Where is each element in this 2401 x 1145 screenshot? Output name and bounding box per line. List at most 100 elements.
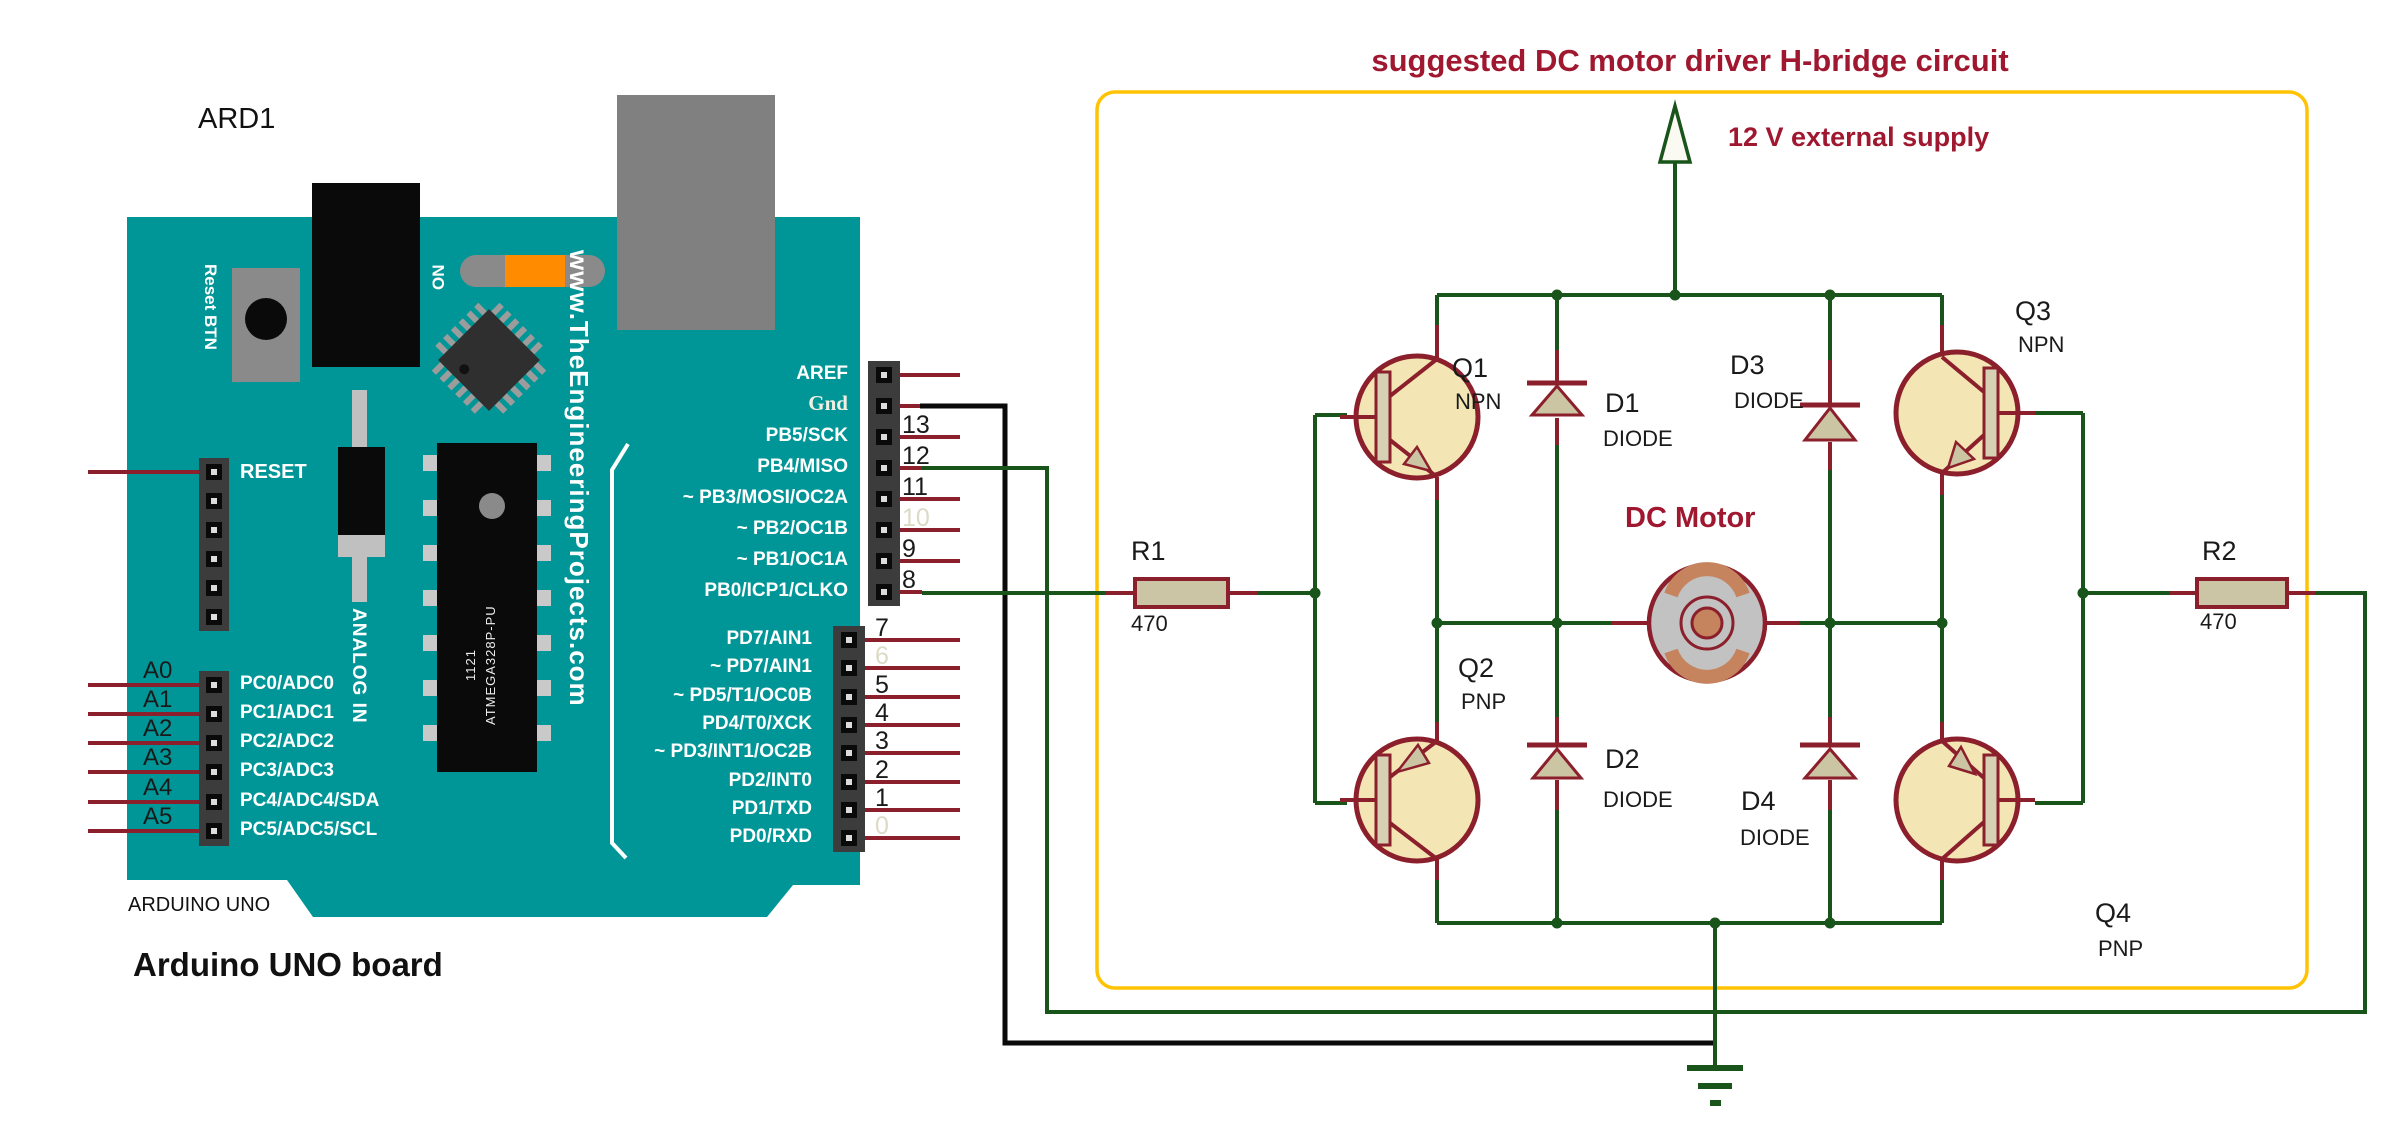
arduino-board — [127, 95, 900, 917]
dc-motor — [1646, 562, 1768, 684]
pin-pb3: ~ PB3/MOSI/OC2A — [682, 487, 848, 508]
label-r2: R2 — [2202, 536, 2237, 566]
wire-gnd-black — [920, 403, 1715, 1046]
wire-num-1: 1 — [875, 784, 889, 812]
label-d1-type: DIODE — [1603, 426, 1673, 451]
resistor-r2 — [2195, 577, 2289, 609]
pin-pc5: PC5/ADC5/SCL — [240, 819, 378, 840]
pin-gnd: Gnd — [808, 391, 848, 415]
label-d1: D1 — [1605, 388, 1640, 418]
pin-pc4: PC4/ADC4/SDA — [240, 790, 380, 811]
wire-num-12: 12 — [902, 442, 930, 470]
pin-pd5: ~ PD5/T1/OC0B — [673, 685, 812, 706]
label-d4: D4 — [1741, 786, 1776, 816]
reset-header — [199, 458, 229, 631]
label-q4-type: PNP — [2098, 936, 2144, 961]
wires-green — [922, 160, 2367, 1068]
wire-num-9: 9 — [902, 535, 916, 563]
label-q3: Q3 — [2015, 296, 2052, 326]
pin-pb0: PB0/ICP1/CLKO — [704, 580, 848, 601]
wire-num-11: 11 — [902, 473, 928, 501]
analog-header — [199, 671, 229, 846]
label-d4-type: DIODE — [1740, 825, 1810, 850]
label-q1: Q1 — [1452, 353, 1489, 383]
wire-num-5: 5 — [875, 671, 889, 699]
usb-connector — [617, 95, 775, 330]
label-d2-type: DIODE — [1603, 787, 1673, 812]
pin-a2: A2 — [143, 715, 173, 742]
transistor-q4 — [1893, 736, 2035, 864]
pin-pb4: PB4/MISO — [757, 456, 848, 477]
pin-aref: AREF — [796, 363, 848, 384]
pin-pd6: ~ PD7/AIN1 — [710, 656, 812, 677]
wire-num-13: 13 — [902, 411, 930, 439]
power-jack — [312, 183, 420, 367]
pin-pc1: PC1/ADC1 — [240, 702, 334, 723]
label-r2-value: 470 — [2200, 609, 2237, 634]
label-q3-type: NPN — [2018, 332, 2065, 357]
crystal — [338, 390, 385, 602]
board-caption-small: ARDUINO UNO — [128, 894, 271, 916]
diode-d4 — [1800, 742, 1860, 780]
pin-pc3: PC3/ADC3 — [240, 760, 334, 781]
reset-button — [245, 298, 287, 340]
arduino-pin-stubs — [88, 373, 960, 840]
supply-label: 12 V external supply — [1728, 122, 1990, 152]
digital-header-bottom — [833, 626, 865, 852]
pin-pc0: PC0/ADC0 — [240, 673, 334, 694]
on-led — [505, 255, 565, 287]
pin-pd2: PD2/INT0 — [728, 770, 812, 791]
pin-a5: A5 — [143, 803, 173, 830]
label-d3: D3 — [1730, 350, 1765, 380]
pin-pd0: PD0/RXD — [729, 826, 812, 847]
smd-chip — [431, 302, 547, 414]
wire-num-6: 6 — [875, 642, 889, 670]
diode-d1 — [1527, 380, 1587, 417]
digital-header-top — [868, 361, 900, 606]
wire-num-2: 2 — [875, 756, 889, 784]
label-d3-type: DIODE — [1734, 388, 1804, 413]
board-caption-big: Arduino UNO board — [133, 946, 443, 983]
hbridge-title: suggested DC motor driver H-bridge circu… — [1371, 43, 2009, 78]
atmega-chip — [423, 443, 551, 772]
pin-pb2: ~ PB2/OC1B — [736, 518, 848, 539]
label-r1-value: 470 — [1131, 611, 1168, 636]
pin-pd4: PD4/T0/XCK — [702, 713, 812, 734]
pin-headers — [199, 361, 900, 852]
pin-pc2: PC2/ADC2 — [240, 731, 334, 752]
wire-num-0: 0 — [875, 812, 889, 840]
pin-pb5: PB5/SCK — [765, 425, 848, 446]
wire-num-4: 4 — [875, 699, 889, 727]
wire-num-10: 10 — [902, 504, 930, 532]
diode-d3 — [1800, 402, 1860, 442]
ground-icon — [1687, 1065, 1743, 1106]
diode-d2 — [1527, 742, 1587, 780]
label-q1-type: NPN — [1455, 389, 1502, 414]
pin-a4: A4 — [143, 774, 173, 801]
on-led-label: ON — [429, 264, 448, 291]
label-q2-type: PNP — [1461, 689, 1507, 714]
motor-label: DC Motor — [1625, 502, 1756, 534]
wire-num-7: 7 — [875, 614, 889, 642]
label-q4: Q4 — [2095, 898, 2132, 928]
pin-a3: A3 — [143, 744, 173, 771]
resistor-r1 — [1133, 577, 1230, 609]
website-label: www.TheEngineeringProjects.com — [564, 250, 594, 707]
pin-pd3: ~ PD3/INT1/OC2B — [654, 741, 812, 762]
transistor-q1 — [1340, 353, 1481, 481]
analog-in-label: ANALOG IN — [348, 608, 369, 724]
pin-a0: A0 — [143, 657, 173, 684]
chip-line2: ATMEGA328P-PU — [483, 605, 498, 725]
transistor-q2 — [1340, 736, 1481, 864]
arduino-ref: ARD1 — [198, 103, 276, 135]
component-leads — [1105, 325, 2315, 880]
transistor-q3 — [1893, 349, 2035, 477]
hbridge-outline — [1095, 90, 2309, 990]
reset-btn-label: Reset BTN — [201, 264, 220, 350]
supply-arrow-icon — [1657, 99, 1693, 164]
wire-num-3: 3 — [875, 727, 889, 755]
junction-dots — [1309, 289, 2089, 929]
pin-pb1: ~ PB1/OC1A — [736, 549, 848, 570]
